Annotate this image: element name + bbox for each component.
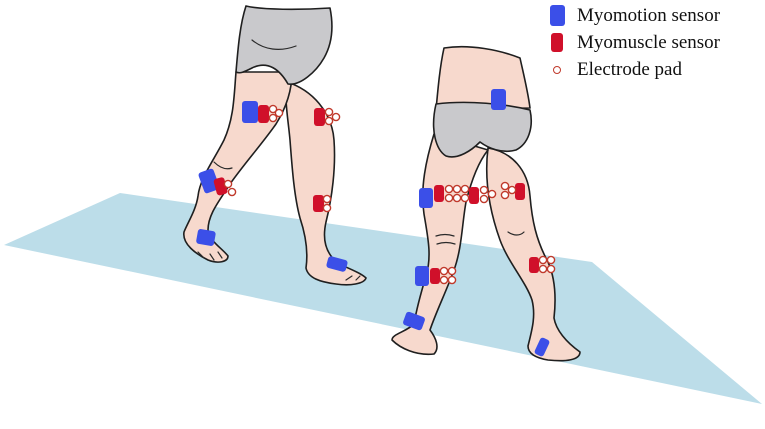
motion-sensor-left-foot <box>196 229 216 246</box>
legend-label-motion: Myomotion sensor <box>577 4 721 26</box>
electrode-pads-left <box>223 104 341 213</box>
muscle-sensor-right-thigh-a <box>434 185 444 202</box>
legend-label-pad: Electrode pad <box>577 58 682 80</box>
figure-left-briefs <box>235 5 333 85</box>
legend-item-motion: Myomotion sensor <box>543 2 763 29</box>
figure-left <box>183 5 367 286</box>
muscle-sensor-right-shank-b <box>529 257 539 273</box>
motion-sensor-left-thigh <box>242 101 258 123</box>
motion-sensor-right-back <box>491 89 506 110</box>
motion-sensor-swatch <box>549 5 565 26</box>
legend-item-pad: Electrode pad <box>543 56 763 83</box>
motion-sensor-right-shank <box>415 266 429 286</box>
motion-sensor-left-shank <box>198 168 220 194</box>
legend-label-muscle: Myomuscle sensor <box>577 31 721 53</box>
legend-item-muscle: Myomuscle sensor <box>543 29 763 56</box>
motion-sensor-right-foot <box>403 311 425 331</box>
muscle-sensor-left-thigh-front <box>258 105 269 123</box>
electrode-pads-right <box>439 181 556 285</box>
figure-right-briefs <box>432 101 532 158</box>
figure-left-back-leg <box>285 81 367 286</box>
figure-right-leg-right <box>485 147 581 362</box>
muscle-sensor-right-thigh-c <box>515 183 525 200</box>
muscle-sensor-right-thigh-b <box>469 187 479 204</box>
figure-right <box>391 45 581 362</box>
motion-sensor-right-thigh <box>419 188 433 208</box>
muscle-sensor-left-thigh-back <box>314 108 325 126</box>
muscle-sensor-right-shank-a <box>430 268 440 284</box>
muscle-sensor-swatch <box>551 33 563 52</box>
muscle-sensor-left-shank-back <box>313 195 324 212</box>
electrode-pad-swatch <box>553 65 561 74</box>
figure-right-torso <box>435 45 531 111</box>
muscle-sensor-left-shank-front <box>213 177 228 196</box>
walkway-floor <box>4 193 762 404</box>
legend: Myomotion sensor Myomuscle sensor Electr… <box>543 2 763 83</box>
motion-sensor-left-back-foot <box>326 256 348 272</box>
motion-sensor-right-heel <box>534 337 550 357</box>
